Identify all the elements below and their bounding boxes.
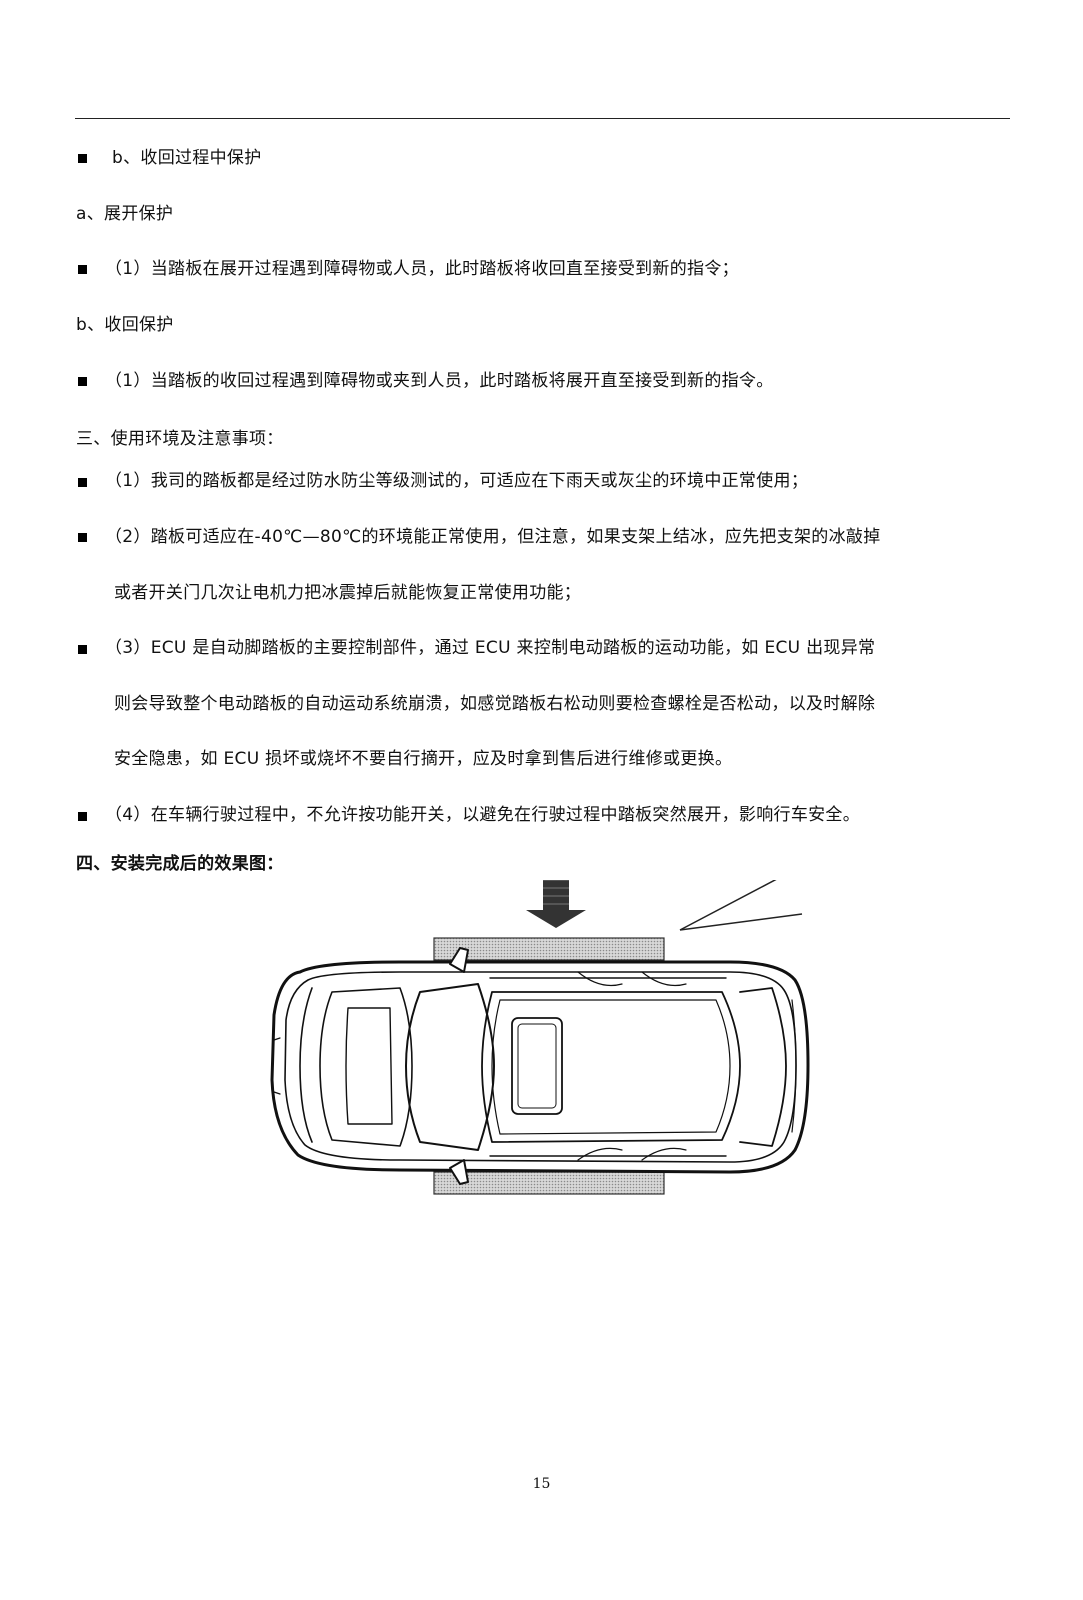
subheading-b-retract-protection-2: b、收回保护: [76, 315, 174, 335]
subheading-b-retract-protection: b、收回过程中保护: [112, 148, 262, 168]
running-board-bottom: [433, 1171, 665, 1195]
paragraph-ecu-line1: （3）ECU 是自动脚踏板的主要控制部件，通过 ECU 来控制电动踏板的运动功能…: [105, 638, 876, 658]
section-heading-usage-environment: 三、使用环境及注意事项：: [76, 429, 284, 449]
paragraph-ecu-line3: 安全隐患，如 ECU 损坏或烧坏不要自行摘开，应及时拿到售后进行维修或更换。: [114, 749, 733, 769]
paragraph-waterproof: （1）我司的踏板都是经过防水防尘等级测试的，可适应在下雨天或灰尘的环境中正常使用…: [105, 471, 809, 491]
bullet-square: [78, 377, 87, 386]
bullet-square: [78, 478, 87, 487]
bullet-square: [78, 154, 87, 163]
paragraph-driving-safety: （4）在车辆行驶过程中，不允许按功能开关，以避免在行驶过程中踏板突然展开，影响行…: [105, 805, 861, 825]
bullet-square: [78, 265, 87, 274]
section-heading-installed-effect: 四、安装完成后的效果图：: [76, 854, 284, 874]
bullet-square: [78, 812, 87, 821]
page-number: 15: [532, 1476, 551, 1492]
header-rule: [75, 118, 1010, 119]
bullet-square: [78, 645, 87, 654]
car-outline: [270, 947, 810, 1185]
paragraph-temperature-line1: （2）踏板可适应在-40℃—80℃的环境能正常使用，但注意，如果支架上结冰，应先…: [105, 527, 881, 547]
paragraph-retract-protection-1: （1）当踏板的收回过程遇到障碍物或夹到人员，此时踏板将展开直至接受到新的指令。: [105, 371, 774, 391]
subheading-a-deploy-protection: a、展开保护: [76, 204, 174, 224]
installed-running-board-illustration: [270, 880, 810, 1195]
callout-lines: [679, 880, 803, 931]
running-board-top: [433, 937, 665, 961]
paragraph-temperature-line2: 或者开关门几次让电机力把冰震掉后就能恢复正常使用功能；: [114, 583, 582, 603]
paragraph-deploy-protection-1: （1）当踏板在展开过程遇到障碍物或人员，此时踏板将收回直至接受到新的指令；: [105, 259, 739, 279]
paragraph-ecu-line2: 则会导致整个电动踏板的自动运动系统崩溃，如感觉踏板右松动则要检查螺栓是否松动，以…: [114, 694, 876, 714]
down-arrow-icon: [526, 880, 586, 928]
bullet-square: [78, 533, 87, 542]
